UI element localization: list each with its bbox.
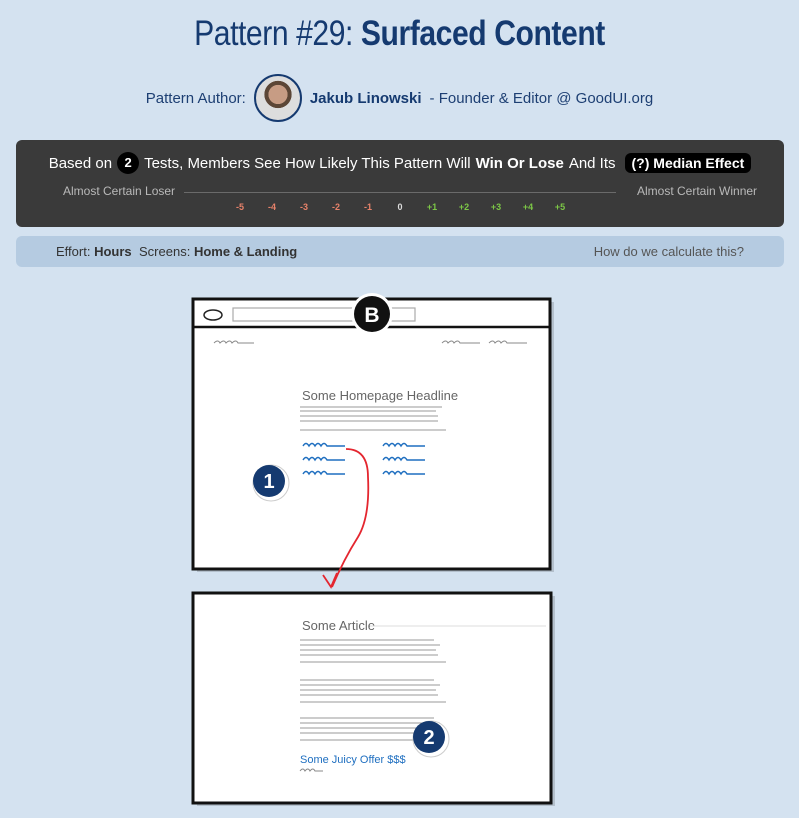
effort-value: Hours [94, 244, 132, 259]
effort-label: Effort: [56, 244, 91, 259]
test-count-badge: 2 [117, 152, 140, 174]
pattern-name: Surfaced Content [360, 14, 605, 53]
scale-tick: -5 [235, 202, 244, 212]
winner-label: Almost Certain Winner [637, 184, 758, 198]
content-links [302, 442, 425, 476]
marker-1-number: 1 [263, 471, 274, 493]
variant-badge: B [351, 293, 393, 335]
author-role: - Founder & Editor @ GoodUI.org [429, 89, 654, 107]
arrow-head [322, 572, 338, 589]
author-name-link[interactable]: Jakub Linowski [309, 89, 422, 107]
screens-info: Screens: Home & Landing [139, 244, 297, 259]
scale-tick: +4 [522, 202, 534, 212]
scale-tick: -2 [331, 202, 340, 212]
marker-1: 1 [252, 464, 290, 502]
page-title: Pattern #29: Surfaced Content [56, 14, 743, 54]
homepage-headline: Some Homepage Headline [302, 388, 458, 403]
screens-value: Home & Landing [193, 244, 298, 259]
based-on-text: Based on [48, 154, 113, 172]
avatar[interactable] [253, 74, 302, 122]
flow-arrow [331, 448, 370, 588]
author-label: Pattern Author: [145, 89, 246, 107]
marker-2: 2 [412, 720, 450, 758]
scale-tick: +3 [490, 202, 502, 212]
info-bar: Effort: Hours Screens: Home & Landing Ho… [16, 236, 784, 267]
scale-tick: -3 [299, 202, 308, 212]
effect-headline: Based on 2 Tests, Members See How Likely… [16, 152, 784, 174]
address-bar [232, 307, 416, 322]
win-lose-text: Win Or Lose [475, 154, 564, 172]
offer-link: Some Juicy Offer $$$ [300, 754, 406, 766]
author-row: Pattern Author: Jakub Linowski - Founder… [0, 72, 799, 124]
marker-2-number: 2 [423, 727, 434, 749]
and-its-text: And Its [568, 154, 616, 172]
browser-wireframe-homepage: Some Homepage Headline 1 [191, 297, 554, 589]
scale-tick: +1 [426, 202, 438, 212]
variant-letter: B [364, 304, 379, 327]
loser-label: Almost Certain Loser [63, 184, 176, 198]
calculate-link[interactable]: How do we calculate this? [593, 244, 744, 259]
effect-scale-panel: Based on 2 Tests, Members See How Likely… [16, 140, 784, 227]
scale-tick: +2 [458, 202, 470, 212]
article-title: Some Article [302, 618, 375, 633]
screens-label: Screens: [139, 244, 191, 259]
effort-info: Effort: Hours [56, 244, 132, 259]
browser-wireframe-article: Some Article Some Juicy Offer $$$ 2 [191, 591, 555, 806]
pattern-number: Pattern #29: [194, 14, 353, 53]
browser-nav-icon [203, 309, 223, 321]
scale-line [184, 192, 616, 193]
scale-tick: -4 [267, 202, 276, 212]
scale-tick: -1 [363, 202, 372, 212]
headline-mid-text: Tests, Members See How Likely This Patte… [144, 154, 471, 172]
median-effect-button[interactable]: (?) Median Effect [624, 153, 752, 173]
scale-tick: +5 [554, 202, 566, 212]
scale-tick: 0 [397, 202, 403, 212]
